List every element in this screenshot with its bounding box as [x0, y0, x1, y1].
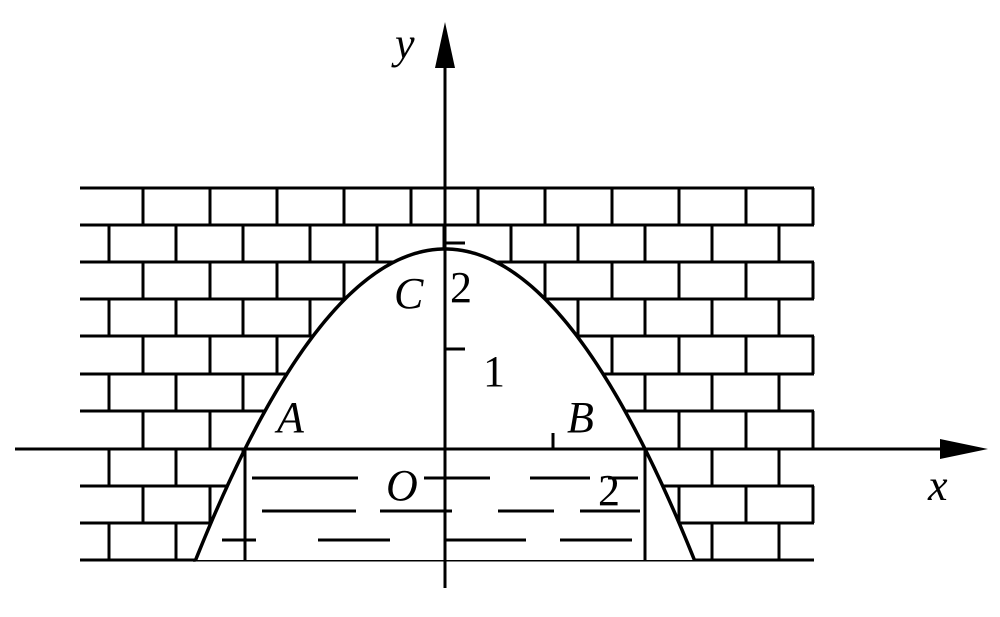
x-axis-label: x — [927, 461, 948, 510]
x-axis-arrow — [940, 439, 988, 459]
point-c-label: C — [394, 269, 424, 318]
y-axis-arrow — [435, 22, 455, 68]
water-surface-dashes — [222, 476, 640, 542]
point-b-label: B — [567, 393, 594, 442]
tick-y-2-label: 2 — [450, 263, 472, 312]
point-a-label: A — [274, 393, 305, 442]
tick-x-2-label: 2 — [598, 466, 620, 515]
tick-y-1-label: 1 — [483, 347, 505, 396]
origin-label: O — [386, 461, 418, 510]
parabola-curve — [193, 247, 697, 562]
y-axis-label: y — [391, 19, 415, 68]
